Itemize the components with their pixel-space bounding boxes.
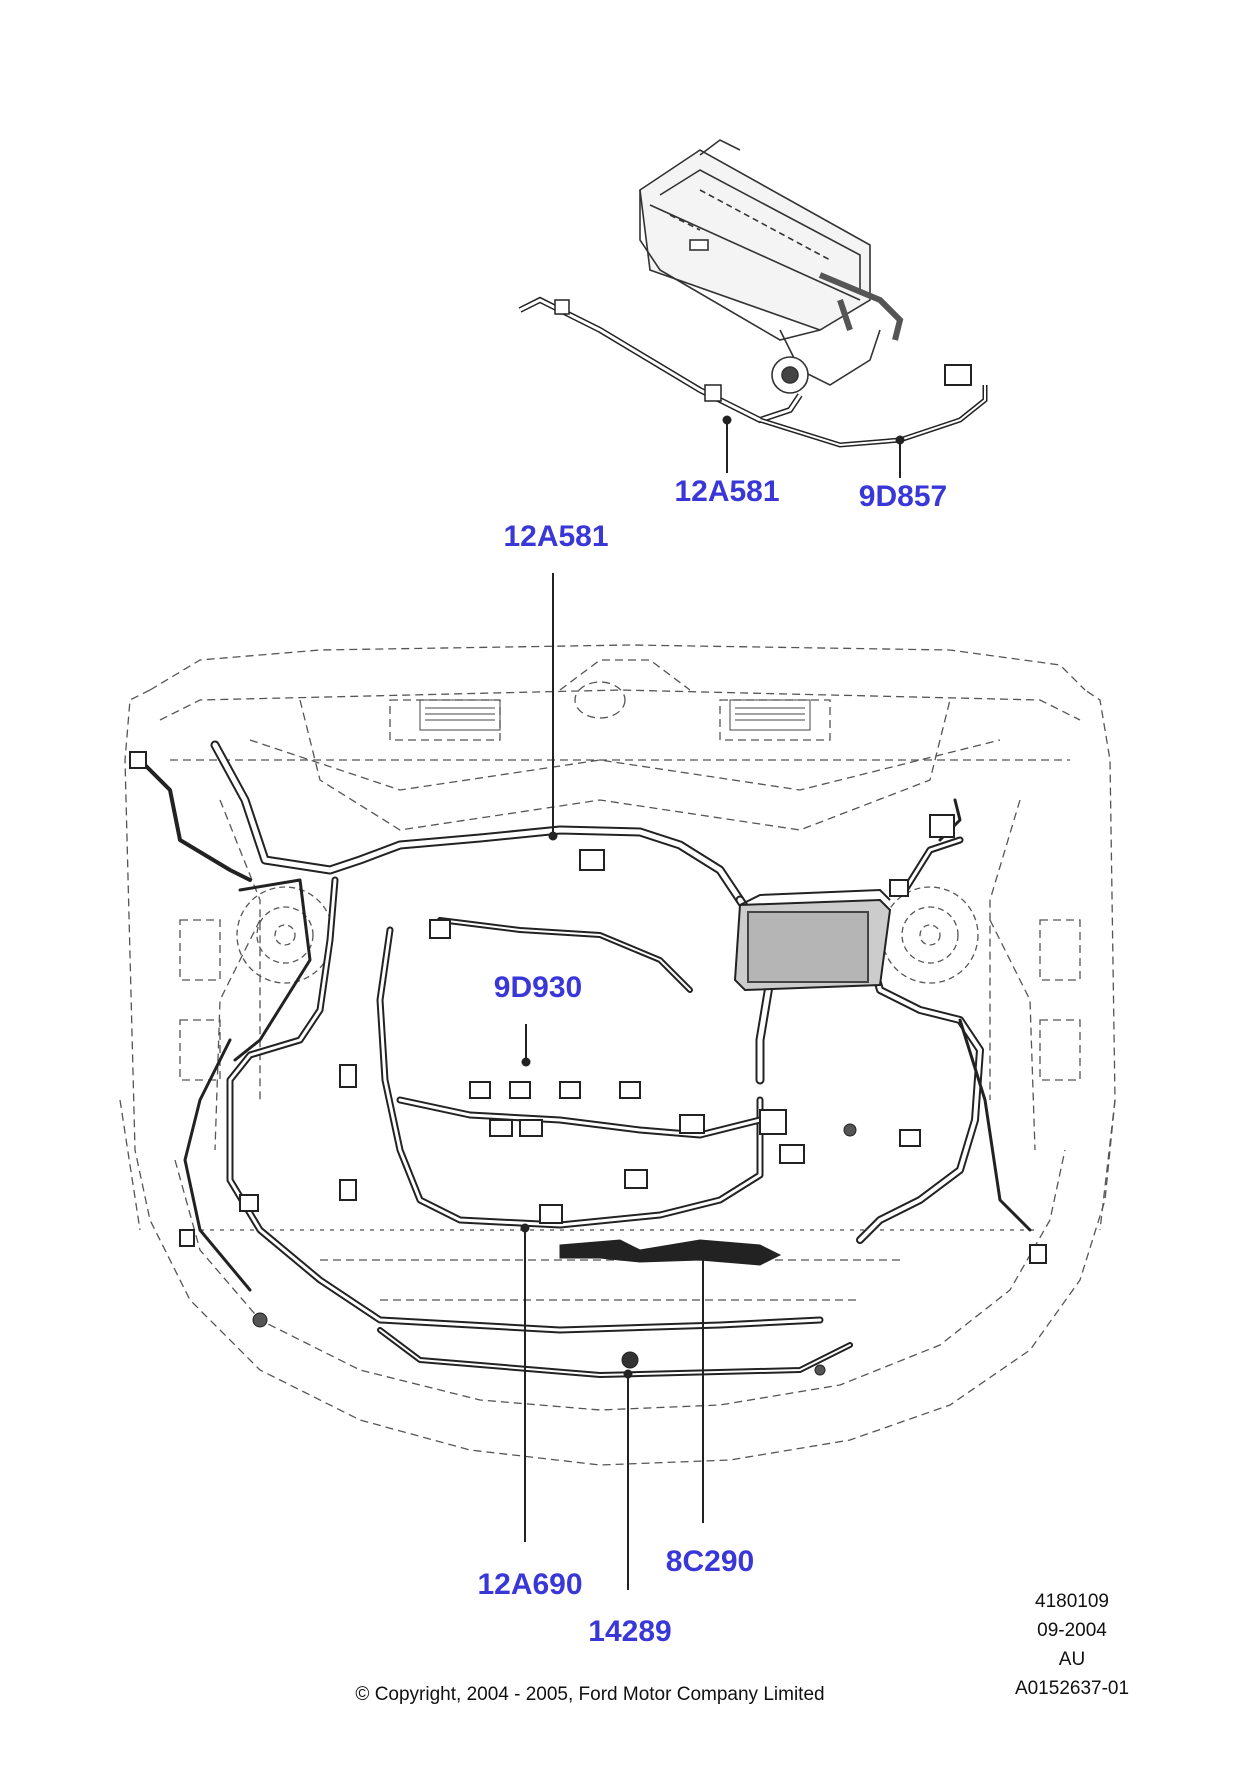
- drawing-date: 09-2004: [1037, 1620, 1107, 1641]
- evap-harness: [518, 296, 988, 448]
- callout-main-harness: 12A581: [503, 520, 609, 553]
- engine-control-module: [733, 888, 892, 992]
- drawing-image-id: A0152637-01: [1014, 1678, 1130, 1699]
- callout-evap-tube: 9D857: [858, 480, 948, 513]
- grille-panels: [419, 699, 811, 731]
- copyright-notice: © Copyright, 2004 - 2005, Ford Motor Com…: [355, 1684, 825, 1705]
- callout-jumper: 14289: [588, 1615, 672, 1648]
- harness-bundles: [138, 740, 1032, 1378]
- connectors: [129, 751, 1047, 1264]
- callout-relay-bracket: 8C290: [665, 1545, 755, 1578]
- drawing-region: AU: [1058, 1649, 1086, 1670]
- evap-canister-assembly: [639, 139, 904, 394]
- callout-sensor-harness: 9D930: [493, 971, 583, 1004]
- fixings: [252, 1123, 857, 1376]
- drawing-code: 4180109: [1035, 1591, 1109, 1612]
- callout-evap-harness: 12A581: [674, 475, 780, 508]
- upper-leader-lines: [722, 415, 905, 478]
- callout-engine-harness: 12A690: [477, 1568, 583, 1601]
- chassis-outline: [119, 644, 1116, 1466]
- strut-towers: [236, 886, 979, 984]
- lower-leader-lines: [520, 573, 708, 1590]
- relay-bracket: [559, 1239, 782, 1266]
